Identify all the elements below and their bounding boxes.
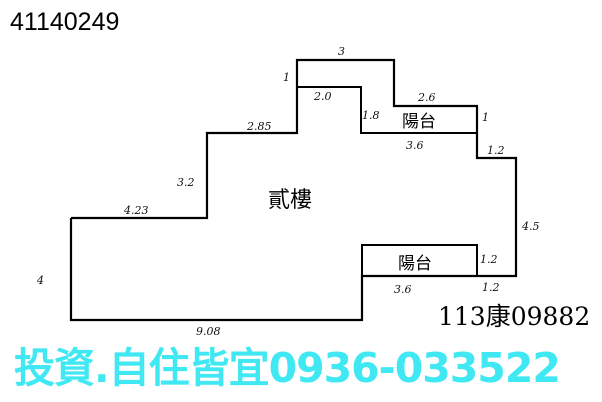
- dim-right: 4.5: [521, 220, 540, 233]
- balcony-2-box: [361, 244, 478, 277]
- dim-left-top: 4.23: [123, 204, 149, 217]
- inner-wall: [297, 86, 477, 134]
- dim-inner-step: 1.8: [362, 109, 380, 122]
- dim-balcony1-bottom: 3.6: [406, 139, 424, 152]
- dim-step-vertical: 3.2: [177, 176, 195, 189]
- dim-right-step: 1.2: [487, 144, 505, 157]
- dim-top: 3: [338, 45, 345, 58]
- case-id: 41140249: [10, 8, 120, 36]
- outer-wall: [69, 58, 518, 322]
- watermark: 投資.自住皆宜0936-033522: [14, 344, 561, 392]
- balcony-2-label: 陽台: [398, 254, 432, 274]
- dim-balcony1-right: 1: [482, 111, 489, 124]
- dim-balcony2-bottom-right: 1.2: [482, 281, 500, 294]
- dim-balcony1-top: 2.6: [417, 91, 436, 104]
- dim-left: 4: [36, 274, 44, 287]
- dim-step-top: 2.85: [246, 120, 272, 133]
- reference-number: 113康09882: [438, 302, 591, 331]
- dim-top-left-step: 1: [283, 71, 290, 84]
- balcony-1-label: 陽台: [402, 112, 436, 132]
- dim-bottom: 9.08: [196, 325, 221, 338]
- dim-balcony2-right: 1.2: [480, 253, 498, 266]
- dim-balcony2-bottom: 3.6: [394, 283, 412, 296]
- floor-label: 貳樓: [268, 188, 312, 213]
- dim-inner-top: 2.0: [313, 90, 332, 103]
